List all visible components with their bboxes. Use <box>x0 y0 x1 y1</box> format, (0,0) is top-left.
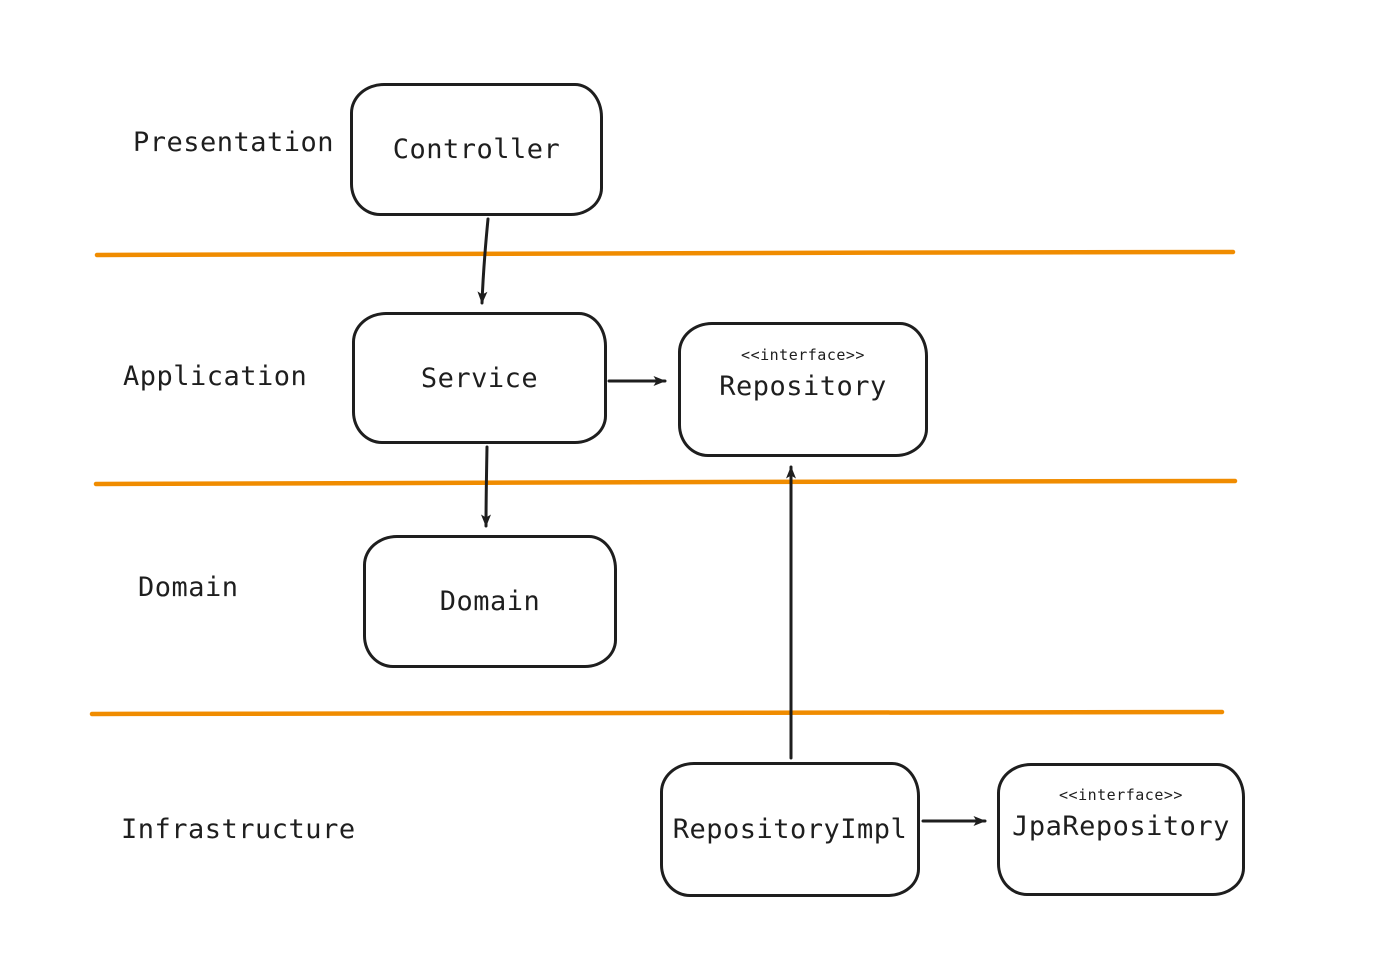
repository-impl-node: RepositoryImpl <box>660 762 920 897</box>
divider-application-domain <box>93 478 1238 487</box>
layer-label-domain: Domain <box>138 572 239 603</box>
edge-controller-service-arrow <box>477 217 490 305</box>
layer-label-application: Application <box>123 361 308 392</box>
domain-label: Domain <box>439 586 541 617</box>
service-node: Service <box>352 312 607 444</box>
jpa-repository-content: <<interface>> JpaRepository <box>1012 786 1230 842</box>
repository-stereotype: <<interface>> <box>741 345 865 364</box>
divider-presentation-application <box>94 249 1236 258</box>
jpa-repository-stereotype: <<interface>> <box>1059 785 1183 804</box>
service-label: Service <box>420 362 539 394</box>
layer-divider-lines <box>89 249 1238 717</box>
repository-node: <<interface>> Repository <box>678 322 928 457</box>
edge-service-domain-arrow <box>481 445 492 528</box>
repository-impl-label: RepositoryImpl <box>672 814 908 845</box>
layer-label-presentation: Presentation <box>133 127 335 158</box>
repository-content: <<interface>> Repository <box>719 346 887 402</box>
edges <box>477 217 987 826</box>
controller-label: Controller <box>392 134 561 165</box>
divider-domain-infrastructure <box>89 709 1225 717</box>
repository-label: Repository <box>719 370 887 402</box>
jpa-repository-label: JpaRepository <box>1012 810 1230 842</box>
jpa-repository-node: <<interface>> JpaRepository <box>997 763 1245 896</box>
controller-node: Controller <box>350 83 603 216</box>
layer-label-infrastructure: Infrastructure <box>121 814 356 845</box>
domain-node: Domain <box>363 535 617 668</box>
